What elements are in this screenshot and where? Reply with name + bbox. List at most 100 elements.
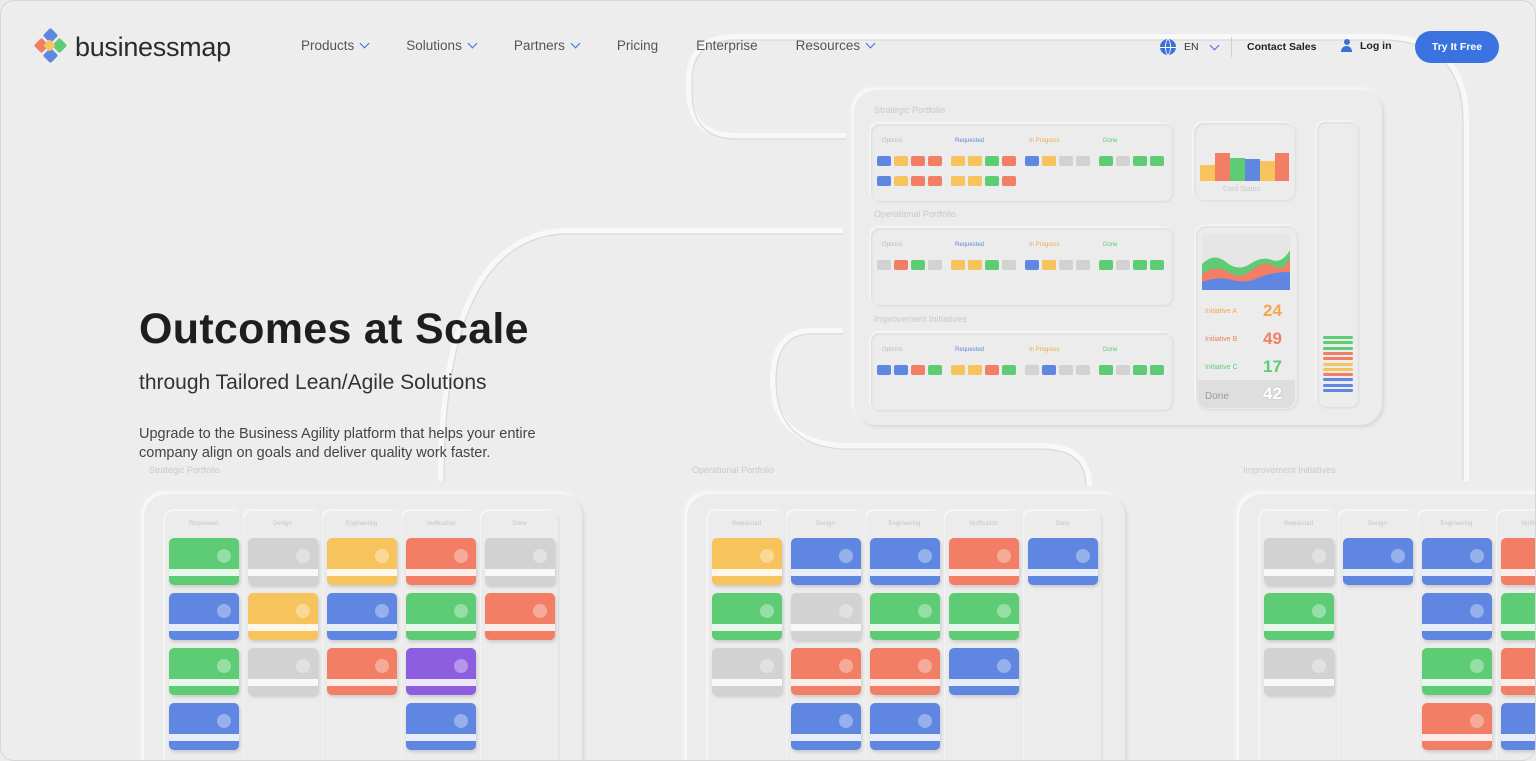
lane-chip bbox=[911, 156, 925, 166]
kanban-card-band bbox=[1264, 569, 1334, 576]
kanban-card-avatar bbox=[217, 549, 231, 563]
kanban-card-band bbox=[327, 679, 397, 686]
kanban-column-header: Done bbox=[1055, 521, 1070, 527]
progress-stripe bbox=[1323, 373, 1353, 377]
lane-chip bbox=[894, 365, 908, 375]
kanban-column-header: Engineering bbox=[888, 521, 921, 527]
lane-chip bbox=[1042, 260, 1056, 270]
kanban-column-header: Design bbox=[273, 521, 292, 527]
lane-header-label: Options bbox=[882, 242, 903, 248]
kanban-card bbox=[791, 703, 861, 750]
kanban-card-avatar bbox=[997, 604, 1011, 618]
hero-title: Outcomes at Scale bbox=[139, 305, 529, 353]
kanban-card-avatar bbox=[454, 659, 468, 673]
lane-chip bbox=[877, 365, 891, 375]
progress-stripe bbox=[1323, 336, 1353, 339]
menu-solutions[interactable]: Solutions bbox=[406, 38, 478, 53]
kanban-card bbox=[949, 648, 1019, 695]
kanban-card-avatar bbox=[839, 549, 853, 563]
kanban-card-band bbox=[712, 679, 782, 686]
contact-sales-link[interactable]: Contact Sales bbox=[1247, 41, 1317, 53]
kanban-card bbox=[406, 648, 476, 695]
lane-header-label: In Progress bbox=[1029, 242, 1060, 248]
kanban-card bbox=[327, 538, 397, 585]
kanban-card bbox=[1422, 703, 1492, 750]
kanban-card-avatar bbox=[1470, 604, 1484, 618]
kanban-card bbox=[791, 538, 861, 585]
lane-header-label: In Progress bbox=[1029, 138, 1060, 144]
chevron-down-icon bbox=[570, 38, 581, 49]
kanban-card bbox=[485, 593, 555, 640]
kanban-card-avatar bbox=[454, 714, 468, 728]
kpi-value: 24 bbox=[1263, 301, 1282, 320]
progress-stripe bbox=[1323, 351, 1353, 355]
menu-resources[interactable]: Resources bbox=[795, 38, 876, 53]
kanban-card-avatar bbox=[296, 604, 310, 618]
lane-chip bbox=[1025, 156, 1039, 166]
kanban-column-header: Design bbox=[1368, 521, 1387, 527]
kanban-card-band bbox=[949, 679, 1019, 686]
kanban-card bbox=[870, 648, 940, 695]
kanban-card-avatar bbox=[1391, 549, 1405, 563]
kanban-card-band bbox=[169, 734, 239, 741]
kanban-column-header: Requested bbox=[1283, 521, 1314, 527]
kanban-card-avatar bbox=[1470, 714, 1484, 728]
menu-pricing[interactable]: Pricing bbox=[617, 38, 658, 53]
kanban-card-avatar bbox=[997, 659, 1011, 673]
login-link[interactable]: Log in bbox=[1341, 39, 1392, 52]
kanban-card bbox=[1501, 538, 1535, 585]
kanban-card bbox=[870, 593, 940, 640]
kanban-card-avatar bbox=[217, 604, 231, 618]
kanban-card-band bbox=[1501, 569, 1535, 576]
lane-chip bbox=[1099, 365, 1113, 375]
kanban-card bbox=[169, 593, 239, 640]
kanban-card-band bbox=[248, 624, 318, 631]
menu-partners[interactable]: Partners bbox=[514, 38, 581, 53]
kanban-card-avatar bbox=[918, 659, 932, 673]
kanban-card-avatar bbox=[217, 714, 231, 728]
kanban-card-band bbox=[327, 624, 397, 631]
brand-logo[interactable]: businessmap bbox=[33, 27, 231, 65]
lane-chip bbox=[1150, 365, 1164, 375]
lane-chip bbox=[894, 260, 908, 270]
try-it-free-button[interactable]: Try It Free bbox=[1415, 31, 1499, 63]
kanban-card bbox=[712, 538, 782, 585]
kanban-column-header: Verification bbox=[1520, 521, 1535, 527]
kanban-card-band bbox=[949, 624, 1019, 631]
kpi-value: 49 bbox=[1263, 329, 1282, 348]
lane-chip bbox=[1116, 260, 1130, 270]
kanban-card-avatar bbox=[296, 659, 310, 673]
kanban-column-header: Engineering bbox=[345, 521, 378, 527]
kanban-card-band bbox=[327, 569, 397, 576]
menu-resources-label: Resources bbox=[795, 38, 861, 53]
language-selector[interactable]: EN bbox=[1160, 39, 1220, 55]
menu-enterprise[interactable]: Enterprise bbox=[696, 38, 758, 53]
kanban-card-band bbox=[870, 734, 940, 741]
kanban-card-avatar bbox=[918, 604, 932, 618]
kanban-card-band bbox=[1264, 624, 1334, 631]
kanban-card-band bbox=[169, 624, 239, 631]
chevron-down-icon bbox=[1209, 40, 1220, 50]
kanban-card-avatar bbox=[375, 549, 389, 563]
lane-chip bbox=[985, 156, 999, 166]
progress-stripe bbox=[1323, 341, 1353, 345]
area-chart bbox=[1202, 234, 1290, 290]
kanban-column-header: Done bbox=[512, 521, 527, 527]
kanban-card bbox=[949, 593, 1019, 640]
lane-header-label: In Progress bbox=[1029, 347, 1060, 353]
lane-chip bbox=[968, 156, 982, 166]
kanban-card-band bbox=[406, 569, 476, 576]
kanban-card bbox=[870, 538, 940, 585]
kanban-column-header: Requested bbox=[188, 521, 219, 527]
lane-chip bbox=[968, 176, 982, 186]
kanban-card-band bbox=[1264, 679, 1334, 686]
kanban-card-band bbox=[248, 569, 318, 576]
menu-products[interactable]: Products bbox=[301, 38, 370, 53]
kanban-card-avatar bbox=[760, 604, 774, 618]
lane-chip bbox=[894, 156, 908, 166]
kanban-card-band bbox=[406, 624, 476, 631]
kanban-card bbox=[712, 593, 782, 640]
kanban-card-band bbox=[791, 624, 861, 631]
